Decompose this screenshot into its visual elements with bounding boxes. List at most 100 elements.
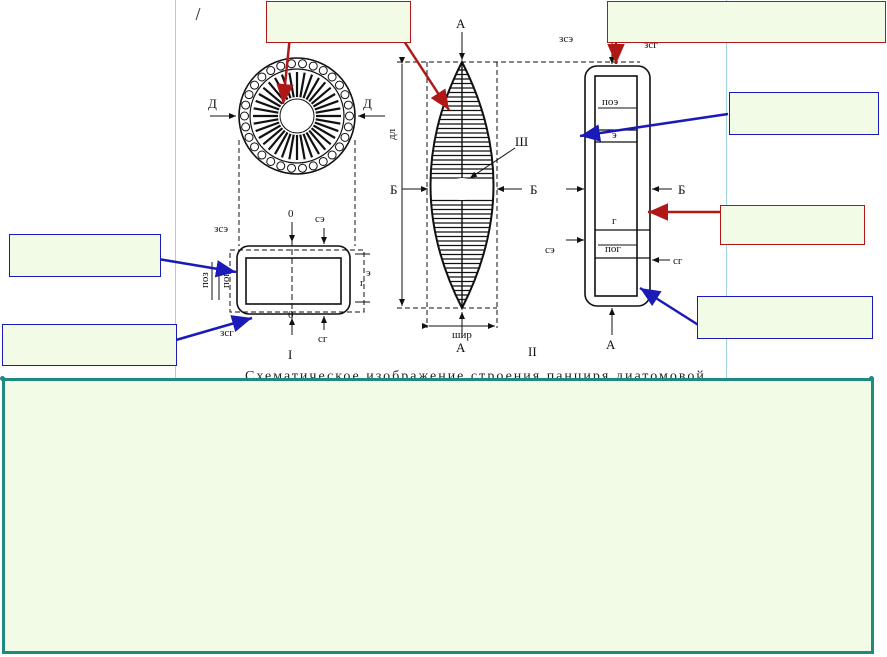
label-se-left: сэ [315,213,325,225]
label-pog-right: пог [605,243,621,255]
valve-ray [262,127,284,146]
marginal-pore [343,100,353,110]
marginal-pore [334,142,344,152]
valve-ray [315,118,341,125]
label-a-top: А [456,16,466,31]
label-dl: дл [386,128,398,140]
marginal-pore [241,100,251,110]
label-a-bottom-mid: А [456,340,466,355]
label-a-bottom-right: А [606,337,616,352]
valve-ray [255,121,280,133]
valve-ray [315,107,341,114]
marginal-pore [241,122,251,132]
label-sg-left: сг [318,333,328,345]
centric-valve [238,57,356,175]
label-shir: шир [452,329,472,341]
label-zse-right: зсэ [559,33,573,45]
valve-ray [258,124,282,139]
callout-box-left-upper [9,234,161,277]
marginal-pore [318,156,328,166]
corner-mark [195,7,201,21]
label-poe-right: поэ [602,96,619,108]
marginal-pore [244,132,254,142]
valve-ray [310,86,332,105]
valve-ray [308,129,327,151]
label-pog-left: пог [220,272,232,288]
valve-ray [299,72,306,98]
marginal-pore [318,66,328,76]
label-se-right: сэ [545,244,555,256]
marginal-pore [340,132,350,142]
blue-arrow-4 [639,286,701,328]
valve-ray [253,118,279,125]
label-b-right: Б [678,182,685,197]
label-zero-bottom: 0 [288,309,294,321]
marginal-pore [287,59,297,69]
marginal-pore [308,161,318,171]
centric-girdle-view [211,222,370,335]
valve-ray [258,93,282,108]
label-poz-left: поз [199,272,211,288]
red-arrow-1 [276,35,294,105]
marginal-pore [297,59,307,69]
valve-ray [314,121,339,133]
marginal-pore [257,150,267,160]
callout-box-right-middle [720,205,865,245]
label-zse-left: зсэ [214,223,228,235]
marginal-pore [266,66,276,76]
answer-panel [2,378,874,654]
callout-box-top-left [266,1,411,43]
marginal-pore [250,142,260,152]
marginal-pore [276,61,286,71]
valve-ray [267,129,286,151]
marginal-pore [287,163,297,173]
marginal-pore [340,90,350,100]
label-roman-1: I [288,347,292,362]
marginal-pore [297,163,307,173]
marginal-pore [244,90,254,100]
valve-ray [302,133,314,158]
panel-handle-left [0,376,5,381]
valve-ray [299,134,306,160]
label-d-right: Д [363,96,372,111]
callout-box-right-upper [729,92,879,135]
valve-ray [302,74,314,99]
valve-ray [312,93,336,108]
label-sh: Ш [515,134,528,149]
marginal-pore [308,61,318,71]
valve-ray [305,131,320,155]
label-zero-top: 0 [288,208,294,220]
valve-ray [255,99,280,111]
label-e-right: э [612,129,617,141]
marginal-pore [276,161,286,171]
marginal-pore [240,111,249,121]
pennate-valve [397,32,640,338]
valve-ray [305,77,320,101]
red-arrow-2 [400,37,451,111]
label-b-mid: Б [530,182,537,197]
valve-ray [253,107,279,114]
valve-ray [310,127,332,146]
marginal-pore [257,72,267,82]
panel-handle-right [869,376,874,381]
valve-ray [280,133,292,158]
valve-ray [288,134,295,160]
marginal-pore [343,122,353,132]
callout-box-left-lower [2,324,177,366]
label-roman-2: II [528,344,537,359]
valve-ray [274,131,289,155]
callout-box-right-lower [697,296,873,339]
marginal-pore [334,80,344,90]
label-b-left: Б [390,182,397,197]
valve-ray [312,124,336,139]
marginal-pore [345,111,354,121]
blue-arrow-3 [175,315,253,342]
pennate-girdle-view [566,36,672,335]
valve-ray [308,81,327,103]
blue-arrow-1 [579,112,729,142]
label-d-left: Д [208,96,217,111]
label-zsg-left: зсг [220,327,234,339]
blue-arrow-2 [151,256,237,278]
marginal-pore [327,150,337,160]
